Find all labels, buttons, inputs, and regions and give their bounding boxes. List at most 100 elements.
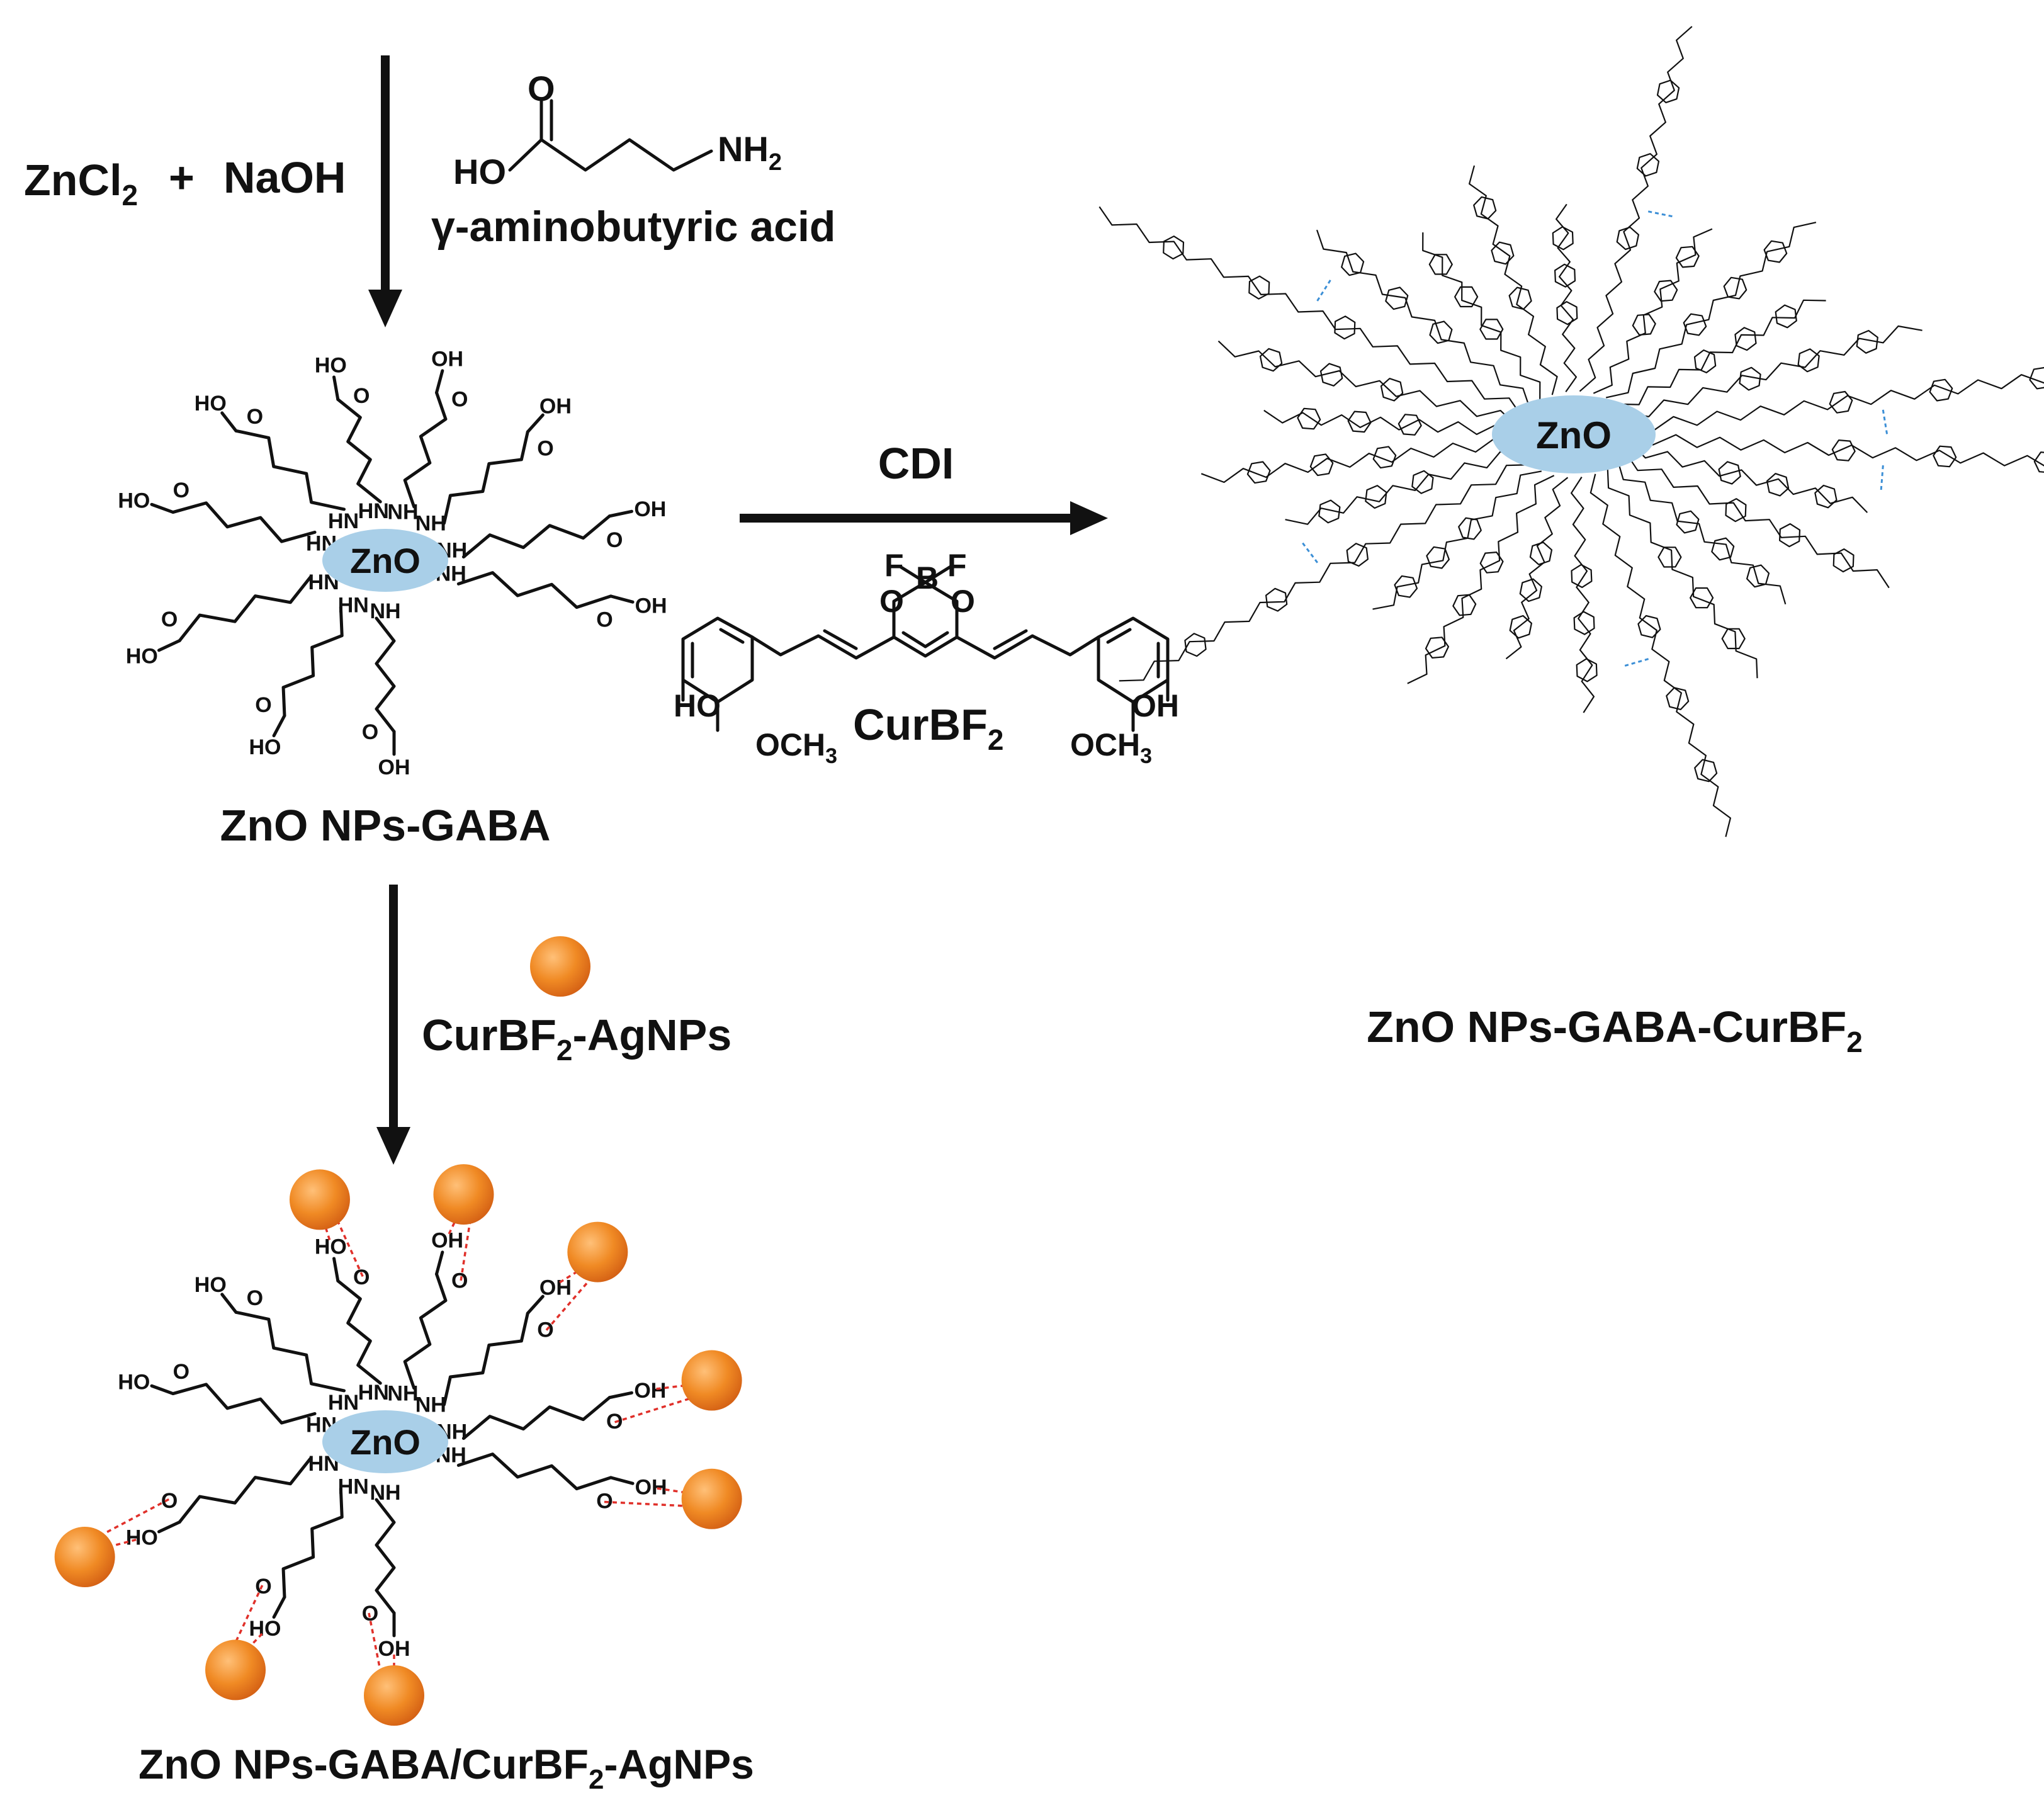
- svg-text:F: F: [947, 548, 967, 583]
- curbf2-branch: [1285, 451, 1523, 525]
- amine-label: HN: [338, 1475, 369, 1499]
- carboxyl-label: OH: [431, 348, 463, 371]
- ligand-chain: [336, 397, 382, 504]
- carboxyl-label: OH: [634, 497, 666, 521]
- benzene-ring: [1746, 564, 1770, 588]
- svg-text:OH: OH: [1132, 688, 1179, 723]
- hydrogen-bond-blue: [1301, 541, 1319, 563]
- benzene-ring: [1452, 594, 1477, 616]
- hydrogen-bond-red: [604, 1500, 691, 1508]
- benzene-ring: [1428, 254, 1453, 275]
- silver-nanoparticle: [205, 1639, 266, 1701]
- curbf2-structure: F B F O O HO OCH3 OH OCH3: [674, 548, 1179, 768]
- benzene-ring: [1454, 286, 1479, 308]
- benzene-ring: [1554, 263, 1576, 288]
- benzene-ring: [1426, 546, 1450, 569]
- carbonyl-bond: [220, 1293, 238, 1314]
- zncl2-label: ZnCl2: [24, 156, 138, 212]
- hydrogen-bond-blue: [1882, 409, 1889, 435]
- carboxyl-label: OH: [635, 1475, 667, 1499]
- carbonyl-o-label: O: [255, 693, 271, 717]
- hydrogen-bond-red: [559, 1269, 580, 1284]
- amine-label: HN: [358, 1381, 389, 1405]
- zno-gaba-agnps-label: ZnO NPs-GABA/CurBF2-AgNPs: [138, 1741, 754, 1795]
- carboxyl-label: HO: [118, 489, 150, 512]
- amine-label: NH: [387, 501, 418, 524]
- carboxyl-label: HO: [249, 1617, 281, 1641]
- benzene-ring: [1616, 226, 1640, 251]
- agnp-icon: [530, 936, 590, 997]
- carbonyl-bond: [332, 1257, 340, 1282]
- ligand-chain: [403, 391, 448, 509]
- benzene-ring: [1319, 363, 1343, 387]
- carboxyl-label: OH: [539, 1276, 572, 1299]
- benzene-ring: [1829, 390, 1853, 414]
- carboxyl-label: HO: [195, 392, 227, 416]
- benzene-ring: [1718, 461, 1741, 485]
- carbonyl-o-label: O: [537, 436, 553, 460]
- benzene-ring: [1347, 410, 1372, 433]
- amine-label: NH: [370, 1481, 400, 1505]
- arrow-down-1-head: [368, 290, 402, 327]
- curbf2-branch: [1593, 228, 1713, 394]
- benzene-ring: [1309, 453, 1334, 477]
- benzene-ring: [1856, 330, 1878, 354]
- benzene-ring: [1425, 637, 1449, 659]
- svg-text:B: B: [916, 560, 939, 596]
- carbonyl-bond: [609, 1476, 635, 1485]
- benzene-ring: [1637, 614, 1661, 638]
- benzene-ring: [1184, 633, 1207, 657]
- curbf2-branch: [1263, 409, 1516, 438]
- silver-nanoparticle: [681, 1468, 742, 1529]
- silver-nanoparticle: [681, 1350, 742, 1411]
- benzene-ring: [1508, 286, 1532, 310]
- silver-nanoparticle: [433, 1164, 494, 1225]
- hydrogen-bond-red: [247, 1633, 263, 1649]
- benzene-ring: [1814, 484, 1838, 509]
- carboxyl-label: OH: [378, 756, 410, 779]
- carbonyl-o-label: O: [247, 1286, 263, 1310]
- svg-text:O: O: [528, 69, 555, 108]
- amine-label: HN: [328, 509, 359, 533]
- amine-label: HN: [358, 499, 389, 523]
- carbonyl-bond: [220, 411, 238, 433]
- benzene-ring: [1766, 473, 1790, 497]
- benzene-ring: [1779, 523, 1801, 548]
- carbonyl-o-label: O: [353, 384, 370, 408]
- benzene-ring: [1346, 543, 1369, 567]
- curbf2-branch: [1617, 461, 1787, 605]
- curbf2-branch: [1630, 442, 1868, 513]
- carboxyl-label: HO: [195, 1273, 227, 1297]
- benzene-ring: [1694, 759, 1718, 783]
- zno-core-label: ZnO: [350, 541, 421, 580]
- benzene-ring: [1385, 286, 1409, 310]
- curbf2-branch: [1217, 340, 1518, 427]
- ligand-chain: [171, 501, 317, 543]
- benzene-ring: [1372, 446, 1397, 469]
- benzene-ring: [1248, 275, 1270, 300]
- curbf2-branch: [1098, 206, 1523, 417]
- benzene-ring: [1693, 349, 1717, 374]
- curbf2-branch: [1372, 470, 1542, 610]
- hydrogen-bond-blue: [1316, 279, 1332, 302]
- amine-label: NH: [415, 512, 446, 536]
- curbf2-branch: [1570, 477, 1595, 713]
- ligand-chain: [461, 514, 611, 559]
- benzene-ring: [1163, 235, 1185, 260]
- carbonyl-o-label: O: [161, 1489, 178, 1513]
- ligand-chain: [178, 1456, 313, 1524]
- carbonyl-o-label: O: [353, 1265, 370, 1289]
- hydrogen-bond-blue: [1623, 658, 1649, 667]
- curbf2-branch: [1624, 325, 1923, 417]
- carbonyl-bond: [607, 1391, 633, 1400]
- benzene-ring: [1933, 445, 1957, 468]
- silver-nanoparticle: [54, 1527, 115, 1588]
- carbonyl-o-label: O: [596, 608, 613, 632]
- ligand-chain: [234, 1310, 346, 1393]
- carboxyl-label: OH: [635, 594, 667, 618]
- silver-nanoparticle: [567, 1221, 628, 1282]
- curbf2-branch: [1606, 468, 1758, 679]
- plus-sign: +: [169, 153, 195, 202]
- benzene-ring: [1657, 546, 1682, 568]
